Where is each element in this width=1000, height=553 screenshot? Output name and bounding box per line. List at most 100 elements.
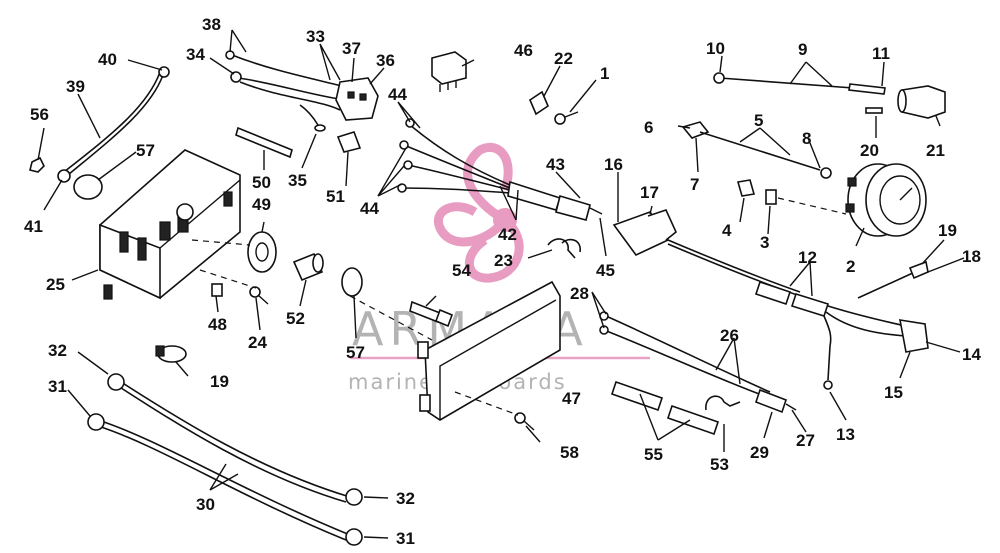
callout-4: 4 <box>722 221 732 240</box>
callout-43: 43 <box>546 155 565 174</box>
callout-29: 29 <box>750 443 769 462</box>
gauge-part <box>845 163 927 237</box>
callout-45: 45 <box>596 261 615 280</box>
callout-30: 30 <box>196 495 215 514</box>
callout-31-bottom: 31 <box>396 529 415 548</box>
callout-42: 42 <box>498 225 517 244</box>
spacer-part <box>292 252 324 282</box>
callout-24: 24 <box>248 333 267 352</box>
callout-41: 41 <box>24 217 43 236</box>
spring-clip-part <box>705 395 741 411</box>
mounting-plate-part <box>417 280 561 421</box>
callout-32-bottom: 32 <box>396 489 415 508</box>
sleeve-part-2 <box>666 404 720 436</box>
callout-16: 16 <box>604 155 623 174</box>
battery-cable-part <box>87 373 363 546</box>
electrical-box-part <box>99 149 241 300</box>
callout-55: 55 <box>644 445 663 464</box>
callout-33: 33 <box>306 27 325 46</box>
callout-44-top: 44 <box>388 85 407 104</box>
callout-54: 54 <box>452 261 471 280</box>
callout-40: 40 <box>98 50 117 69</box>
leader-lines <box>37 29 965 539</box>
callout-14: 14 <box>962 345 981 364</box>
callout-28: 28 <box>570 284 589 303</box>
nut-part <box>29 156 45 173</box>
callout-48: 48 <box>208 315 227 334</box>
callout-46: 46 <box>514 41 533 60</box>
callout-13: 13 <box>836 425 855 444</box>
callout-18: 18 <box>962 247 981 266</box>
callout-53: 53 <box>710 455 729 474</box>
callout-26: 26 <box>720 326 739 345</box>
rod-part <box>235 126 293 159</box>
callout-31-left: 31 <box>48 377 67 396</box>
bolt-part <box>409 300 454 328</box>
callout-15: 15 <box>884 383 903 402</box>
hose-clamp-part <box>155 345 187 363</box>
callout-1: 1 <box>600 64 609 83</box>
callout-7: 7 <box>690 175 699 194</box>
screw-part-2 <box>554 111 579 125</box>
callout-57-top: 57 <box>136 141 155 160</box>
callout-52: 52 <box>286 309 305 328</box>
callout-11: 11 <box>872 44 890 63</box>
clip-pair-part <box>547 238 581 259</box>
screw-part-3 <box>514 412 535 431</box>
callout-3: 3 <box>760 233 769 252</box>
callout-5: 5 <box>754 111 763 130</box>
callout-50: 50 <box>252 173 271 192</box>
connector-part <box>336 131 362 153</box>
grommet-part <box>247 231 277 273</box>
callout-37: 37 <box>342 39 361 58</box>
callout-47: 47 <box>562 389 581 408</box>
callout-35: 35 <box>288 171 307 190</box>
sensor-cable-part <box>681 121 832 179</box>
bracket-part <box>529 90 549 116</box>
screw-part <box>249 286 269 305</box>
callout-17: 17 <box>640 183 659 202</box>
callout-2: 2 <box>846 257 855 276</box>
clip-part <box>211 283 223 297</box>
callout-49: 49 <box>252 195 271 214</box>
bulb-holder-part <box>736 179 756 197</box>
callout-6: 6 <box>644 118 653 137</box>
callout-21: 21 <box>926 141 945 160</box>
callout-19-right: 19 <box>938 221 957 240</box>
callout-36: 36 <box>376 51 395 70</box>
relay-part <box>431 51 467 92</box>
main-harness-part <box>397 118 603 221</box>
callout-58: 58 <box>560 443 579 462</box>
sleeve-part <box>610 380 664 412</box>
propeller-logo <box>433 143 524 283</box>
callout-10: 10 <box>706 39 725 58</box>
washer-part-2 <box>341 267 363 297</box>
callout-23: 23 <box>494 251 513 270</box>
callout-57-bottom: 57 <box>346 343 365 362</box>
callout-22: 22 <box>554 49 573 68</box>
callout-20: 20 <box>860 141 879 160</box>
callout-25: 25 <box>46 275 65 294</box>
bulb-part <box>765 189 777 205</box>
terminal-part <box>823 345 833 390</box>
callout-34: 34 <box>186 45 205 64</box>
callout-12: 12 <box>798 248 817 267</box>
key-switch-part <box>612 209 929 353</box>
callout-labels: 1 2 3 4 5 6 7 8 9 10 11 12 13 14 15 16 1… <box>24 15 981 548</box>
callout-38: 38 <box>202 15 221 34</box>
washer-part <box>73 174 103 200</box>
sender-part <box>865 85 946 119</box>
callout-8: 8 <box>802 129 811 148</box>
harness-top-part <box>225 50 351 132</box>
bullet-connector-part <box>857 260 929 299</box>
plug-part <box>335 77 379 121</box>
cable-part <box>713 72 886 95</box>
callout-44-bottom: 44 <box>360 199 379 218</box>
callout-39: 39 <box>66 77 85 96</box>
callout-32-left: 32 <box>48 341 67 360</box>
callout-51: 51 <box>326 187 345 206</box>
callout-19-left: 19 <box>210 372 229 391</box>
ground-strap-part <box>57 66 170 183</box>
